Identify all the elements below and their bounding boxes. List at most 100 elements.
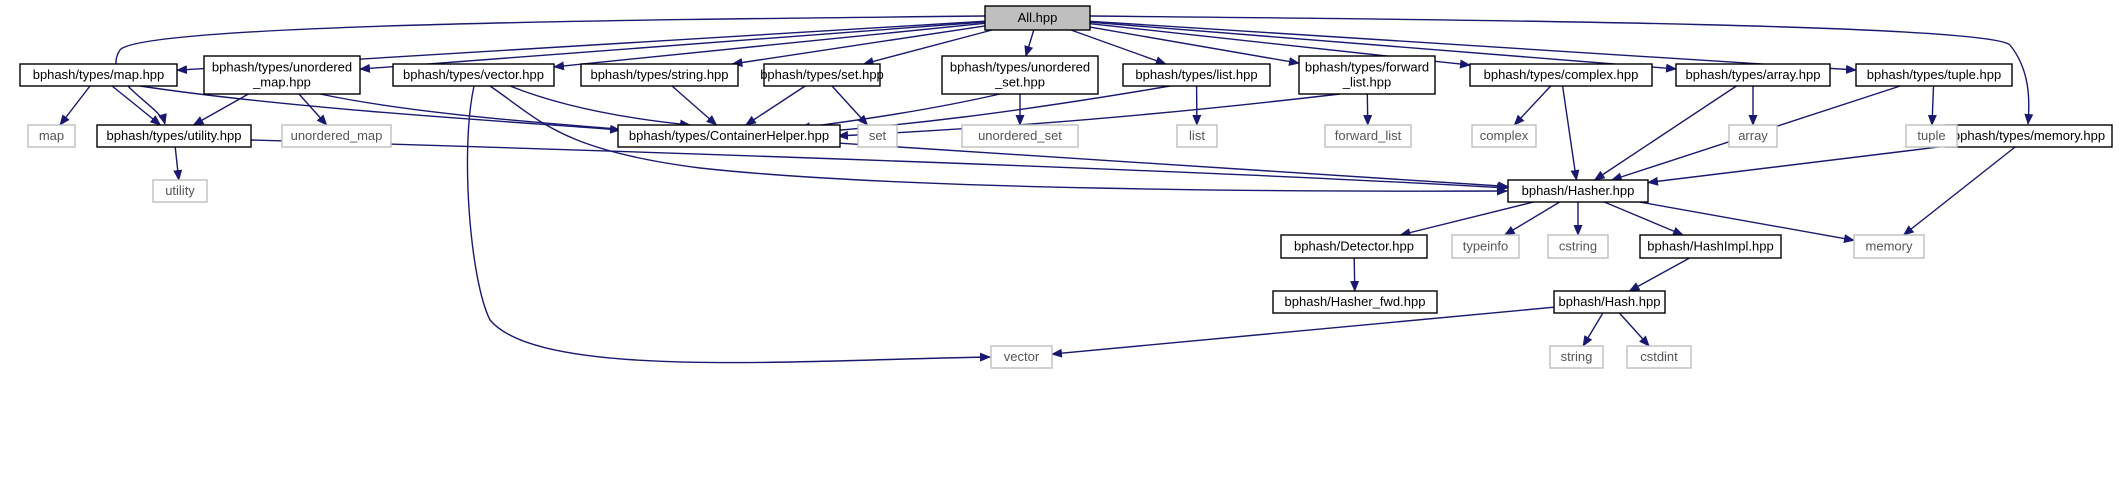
- node-label: unordered_map: [291, 128, 383, 143]
- node-complex_hpp[interactable]: bphash/types/complex.hpp: [1469, 63, 1653, 87]
- node-label: unordered_set: [978, 128, 1062, 143]
- edge-hash-to-ext_cstdint: [1618, 312, 1650, 347]
- node-box: [1626, 345, 1692, 369]
- node-box: [580, 63, 739, 87]
- node-box: [152, 179, 208, 203]
- edge-all-to-array_hpp: [1089, 21, 1677, 73]
- node-tuple_hpp[interactable]: bphash/types/tuple.hpp: [1855, 63, 2013, 87]
- node-ext_unordered_map: unordered_map: [281, 124, 392, 148]
- node-label: bphash/types/utility.hpp: [107, 128, 242, 143]
- edge-all-to-flist_hpp: [1089, 26, 1300, 66]
- node-ext_forward_list: forward_list: [1324, 124, 1412, 148]
- edge-all-to-string_hpp: [731, 25, 986, 67]
- node-box: [1728, 124, 1778, 148]
- edges-layer: [59, 15, 2034, 364]
- node-umap_hpp[interactable]: bphash/types/unordered_map.hpp: [203, 55, 361, 95]
- edge-all-to-vector_hpp: [553, 22, 986, 71]
- edge-set_hpp-to-container: [744, 85, 806, 126]
- node-label: vector: [1004, 349, 1040, 364]
- node-ext_cstdint: cstdint: [1626, 345, 1692, 369]
- edge-hasher-to-detector: [1399, 201, 1534, 237]
- node-hashimpl[interactable]: bphash/HashImpl.hpp: [1639, 234, 1782, 259]
- node-ext_map: map: [27, 124, 76, 148]
- node-uset_hpp[interactable]: bphash/types/unordered_set.hpp: [941, 55, 1099, 95]
- node-array_hpp[interactable]: bphash/types/array.hpp: [1675, 63, 1831, 87]
- node-box: [763, 63, 881, 87]
- edge-tuple_hpp-to-ext_tuple: [1927, 85, 1937, 126]
- edge-umap_hpp-to-ext_unordered_map: [298, 93, 328, 126]
- node-box: [857, 124, 898, 148]
- node-label: bphash/types/complex.hpp: [1484, 67, 1639, 82]
- node-vector_hpp[interactable]: bphash/types/vector.hpp: [392, 63, 555, 87]
- node-ext_memory: memory: [1853, 234, 1925, 259]
- node-box: [1451, 234, 1520, 259]
- node-label: utility: [165, 183, 195, 198]
- edge-hash-to-ext_vector: [1051, 306, 1555, 358]
- edge-hasher-to-ext_memory: [1639, 201, 1855, 243]
- node-box: [1675, 63, 1831, 87]
- edge-all-to-uset_hpp: [1024, 29, 1035, 57]
- edge-flist_hpp-to-ext_forward_list: [1363, 93, 1373, 126]
- node-box: [27, 124, 76, 148]
- edge-all-to-tuple_hpp: [1089, 20, 1857, 74]
- node-box: [961, 124, 1079, 148]
- edge-utility_hpp-to-hasher: [250, 139, 1508, 192]
- edge-umap_hpp-to-utility_hpp: [192, 93, 249, 126]
- node-detector[interactable]: bphash/Detector.hpp: [1280, 234, 1428, 259]
- node-box: [1176, 124, 1218, 148]
- node-label: _map.hpp: [252, 75, 311, 90]
- edge-vector_hpp-to-hasher: [489, 85, 1508, 196]
- node-ext_set: set: [857, 124, 898, 148]
- node-map_hpp[interactable]: bphash/types/map.hpp: [19, 63, 178, 87]
- node-box: [1905, 124, 1958, 148]
- node-hasher[interactable]: bphash/Hasher.hpp: [1507, 179, 1649, 203]
- node-set_hpp[interactable]: bphash/types/set.hpp: [760, 63, 884, 87]
- node-box: [941, 55, 1099, 95]
- node-box: [96, 124, 252, 148]
- node-label: set: [869, 128, 887, 143]
- node-label: bphash/types/list.hpp: [1135, 67, 1257, 82]
- node-box: [1553, 290, 1666, 314]
- node-label: bphash/Hasher_fwd.hpp: [1285, 294, 1426, 309]
- node-container[interactable]: bphash/types/ContainerHelper.hpp: [617, 124, 841, 148]
- node-label: All.hpp: [1018, 10, 1058, 25]
- edge-memory_hpp-to-ext_memory: [1902, 146, 2016, 236]
- node-box: [19, 63, 178, 87]
- node-all[interactable]: All.hpp: [984, 5, 1091, 31]
- node-ext_string: string: [1549, 345, 1604, 369]
- node-utility_hpp[interactable]: bphash/types/utility.hpp: [96, 124, 252, 148]
- node-label: _list.hpp: [1342, 75, 1391, 90]
- edge-hashimpl-to-hash: [1628, 257, 1690, 292]
- node-string_hpp[interactable]: bphash/types/string.hpp: [580, 63, 739, 87]
- node-ext_array: array: [1728, 124, 1778, 148]
- node-box: [1855, 63, 2013, 87]
- node-label: bphash/Hash.hpp: [1559, 294, 1661, 309]
- node-box: [281, 124, 392, 148]
- edge-all-to-umap_hpp: [359, 21, 986, 73]
- edge-vector_hpp-to-container: [509, 85, 691, 129]
- node-flist_hpp[interactable]: bphash/types/forward_list.hpp: [1298, 55, 1436, 95]
- node-list_hpp[interactable]: bphash/types/list.hpp: [1122, 63, 1271, 87]
- node-box: [1547, 234, 1609, 259]
- node-label: bphash/types/unordered: [212, 60, 352, 75]
- edge-map_hpp-to-utility_hpp: [111, 85, 162, 126]
- node-box: [1298, 55, 1436, 95]
- node-label: cstdint: [1640, 349, 1678, 364]
- edge-set_hpp-to-ext_set: [831, 85, 869, 126]
- node-hasher_fwd[interactable]: bphash/Hasher_fwd.hpp: [1272, 290, 1438, 314]
- node-ext_cstring: cstring: [1547, 234, 1609, 259]
- node-memory_hpp[interactable]: bphash/types/memory.hpp: [1945, 124, 2113, 148]
- edge-map_hpp-to-ext_map: [59, 85, 91, 126]
- edge-complex_hpp-to-hasher: [1561, 85, 1580, 181]
- nodes-layer: All.hpp bphash/types/map.hpp bphash/types/…: [19, 5, 2113, 369]
- edge-container-to-hasher: [839, 142, 1509, 191]
- node-ext_list: list: [1176, 124, 1218, 148]
- node-ext_typeinfo: typeinfo: [1451, 234, 1520, 259]
- node-label: complex: [1480, 128, 1529, 143]
- node-box: [984, 5, 1091, 31]
- node-label: map: [39, 128, 64, 143]
- node-label: bphash/types/map.hpp: [33, 67, 165, 82]
- node-box: [1639, 234, 1782, 259]
- node-hash[interactable]: bphash/Hash.hpp: [1553, 290, 1666, 314]
